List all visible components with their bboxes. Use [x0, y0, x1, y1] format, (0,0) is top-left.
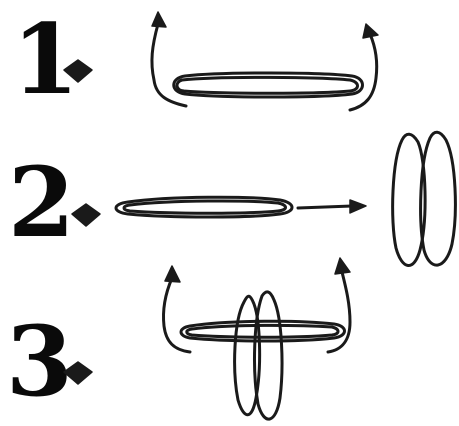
step-2-period: [72, 204, 100, 226]
step-3-vertical-loop: [235, 292, 282, 419]
step-1-right-arrow: [350, 24, 378, 110]
step-3-flat-loop: [181, 321, 345, 341]
step-1: 1: [12, 3, 378, 116]
step-3-number: 3: [6, 305, 73, 418]
step-3: 3: [6, 258, 350, 419]
step-1-flat-loop: [174, 73, 363, 97]
step-2-vertical-loop: [393, 132, 456, 265]
step-3-left-arrow: [163, 266, 190, 352]
step-2-right-arrow: [298, 200, 366, 213]
step-2-number: 2: [8, 146, 75, 259]
step-1-number: 1: [12, 3, 79, 116]
step-2-flat-loop: [116, 197, 292, 217]
step-2: 2: [8, 132, 455, 265]
